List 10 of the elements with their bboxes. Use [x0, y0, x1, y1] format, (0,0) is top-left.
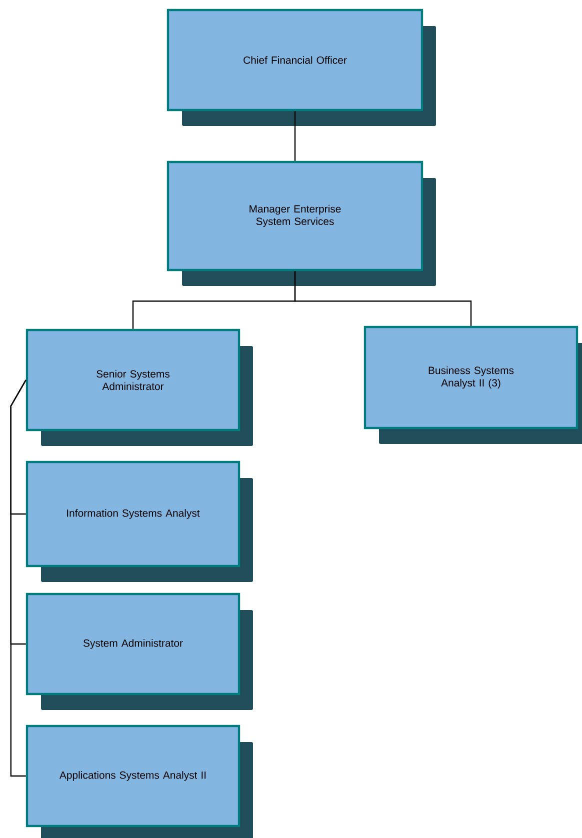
org-box: Manager Enterprise System Services — [166, 160, 436, 286]
connector-line — [10, 380, 26, 777]
org-box: Applications Systems Analyst II — [26, 724, 253, 838]
org-box: Senior Systems Administrator — [26, 328, 253, 446]
org-box: Chief Financial Officer — [166, 8, 436, 126]
org-box: Information Systems Analyst — [26, 460, 253, 582]
org-box: Business Systems Analyst II (3) — [364, 326, 582, 444]
org-box: System Administrator — [26, 592, 253, 710]
connector-line — [294, 111, 296, 161]
connector-line — [294, 271, 472, 326]
